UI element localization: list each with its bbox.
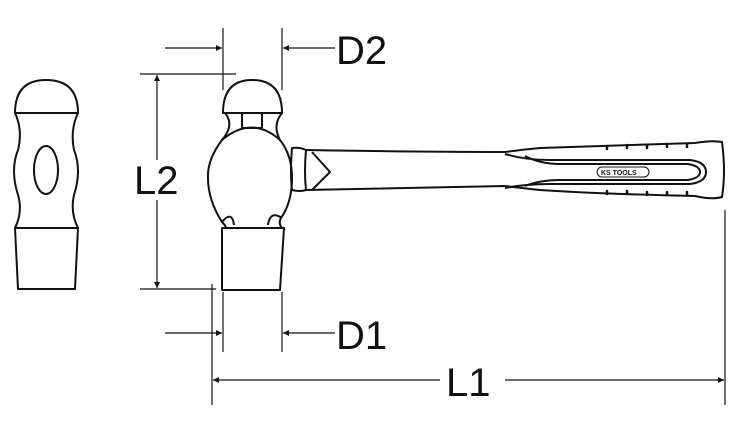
- hammer-end-view: [13, 79, 79, 290]
- label-d1: D1: [336, 314, 387, 358]
- label-l1: L1: [446, 361, 491, 405]
- label-d2: D2: [336, 29, 387, 73]
- dimension-d1: [165, 292, 335, 352]
- dimension-d2: [165, 28, 335, 90]
- brand-logo: KS TOOLS: [601, 170, 637, 177]
- dimension-l1: [211, 210, 726, 405]
- grip-dots: [605, 142, 689, 197]
- label-l2: L2: [134, 159, 179, 203]
- hammer-side-view: KS TOOLS: [206, 79, 725, 291]
- dimension-l2: [140, 73, 236, 290]
